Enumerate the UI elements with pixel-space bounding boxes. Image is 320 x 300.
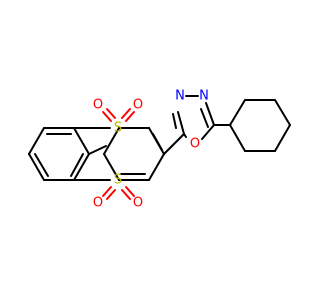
bond: [125, 186, 135, 197]
bond: [73, 127, 90, 155]
sulfur-atom-label: S: [114, 121, 122, 136]
bond: [103, 153, 120, 181]
atom-label-group: S S O O O O N N O: [93, 89, 209, 211]
bond: [121, 189, 131, 200]
bond: [102, 186, 112, 197]
bond: [274, 99, 291, 126]
bond: [125, 111, 135, 122]
oxygen-atom-label: O: [190, 137, 200, 152]
oxygen-atom-label: O: [133, 98, 143, 113]
bond: [229, 124, 246, 152]
nitrogen-atom-label: N: [199, 89, 209, 104]
bond: [73, 153, 90, 181]
bond: [106, 108, 116, 119]
bond: [148, 153, 165, 181]
bond: [229, 99, 246, 126]
bond: [102, 111, 112, 122]
bond: [70, 153, 84, 177]
bond: [201, 124, 215, 140]
bond: [172, 113, 177, 129]
bond: [121, 108, 131, 119]
bond: [88, 145, 107, 155]
bond: [103, 127, 120, 155]
bond: [34, 153, 49, 177]
oxygen-atom-label: O: [93, 196, 103, 211]
oxygen-atom-label: O: [93, 98, 103, 113]
chemical-structure: S S O O O O N N O: [28, 89, 291, 211]
bond: [152, 133, 163, 151]
bond: [183, 133, 187, 138]
bond: [200, 108, 209, 128]
bond: [28, 153, 45, 181]
nitrogen-atom-label: N: [175, 89, 185, 104]
oxygen-atom-label: O: [133, 196, 143, 211]
bond-group: [28, 95, 291, 200]
bond: [163, 133, 185, 155]
bond: [177, 111, 185, 135]
bond: [28, 127, 45, 155]
bond: [274, 124, 291, 152]
sulfur-atom-label: S: [114, 173, 122, 188]
bond: [106, 189, 116, 200]
bond: [205, 102, 215, 126]
